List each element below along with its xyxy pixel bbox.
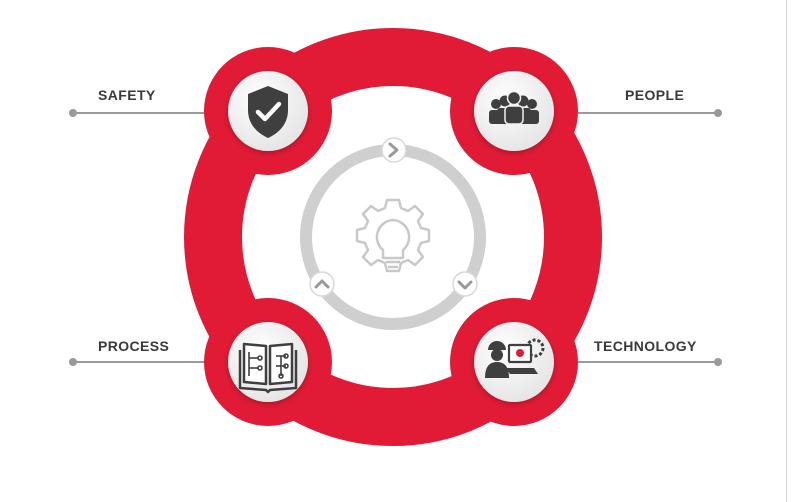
connector-process <box>69 358 208 366</box>
node-safety <box>204 47 332 175</box>
label-technology: TECHNOLOGY <box>594 338 697 354</box>
shield-check-icon <box>248 86 288 138</box>
people-group-icon <box>489 90 539 125</box>
chevron-up-icon <box>309 271 335 297</box>
connector-safety <box>69 109 208 117</box>
chevron-right-icon <box>381 137 407 163</box>
label-safety: SAFETY <box>98 87 156 103</box>
chevron-down-icon <box>452 271 478 297</box>
node-process <box>204 298 332 426</box>
connector-technology <box>578 358 722 366</box>
page-edge-divider <box>786 0 787 502</box>
lightbulb-gear-icon <box>355 198 431 273</box>
label-people: PEOPLE <box>625 87 685 103</box>
book-process-icon <box>238 342 298 394</box>
engineer-computer-icon <box>485 338 545 378</box>
connector-people <box>578 109 722 117</box>
label-process: PROCESS <box>98 338 170 354</box>
node-people <box>450 47 578 175</box>
node-technology <box>450 298 578 426</box>
outer-ring <box>184 28 602 446</box>
